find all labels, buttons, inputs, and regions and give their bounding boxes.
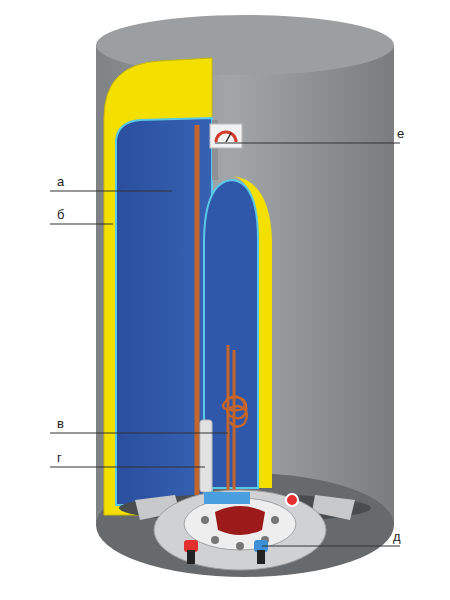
leader-line (50, 191, 172, 192)
flange-plate (154, 490, 326, 570)
thermometer (210, 124, 242, 148)
bolt (236, 542, 244, 550)
insulation (104, 58, 212, 515)
leader-line (50, 433, 228, 434)
callout-letter: б (57, 208, 64, 222)
callout-letter: д (393, 530, 401, 544)
casing (96, 45, 394, 525)
hot-pipe (187, 550, 195, 564)
callout-letter: в (57, 417, 64, 431)
flange-ring (184, 498, 296, 550)
indicator-lamp (286, 494, 298, 506)
copper-tube (195, 125, 200, 495)
heating-element (228, 345, 234, 495)
leader-line (215, 143, 400, 144)
leader-line (50, 467, 205, 468)
thermostat-tube (200, 420, 212, 492)
bolt (211, 536, 219, 544)
tank-wall (116, 118, 212, 505)
red-cap (215, 506, 265, 535)
bolt (201, 516, 209, 524)
callout-letter: е (397, 127, 404, 141)
bolt (271, 516, 279, 524)
leader-line (50, 224, 113, 225)
callout-letter: а (57, 175, 64, 189)
blue-sleeve (204, 492, 250, 504)
cold-pipe (257, 550, 265, 564)
leader-line (262, 546, 400, 547)
thermometer-needle (226, 133, 231, 142)
callout-letter: г (57, 451, 62, 465)
thermometer-dial (216, 132, 236, 142)
heater-coil (223, 396, 247, 426)
